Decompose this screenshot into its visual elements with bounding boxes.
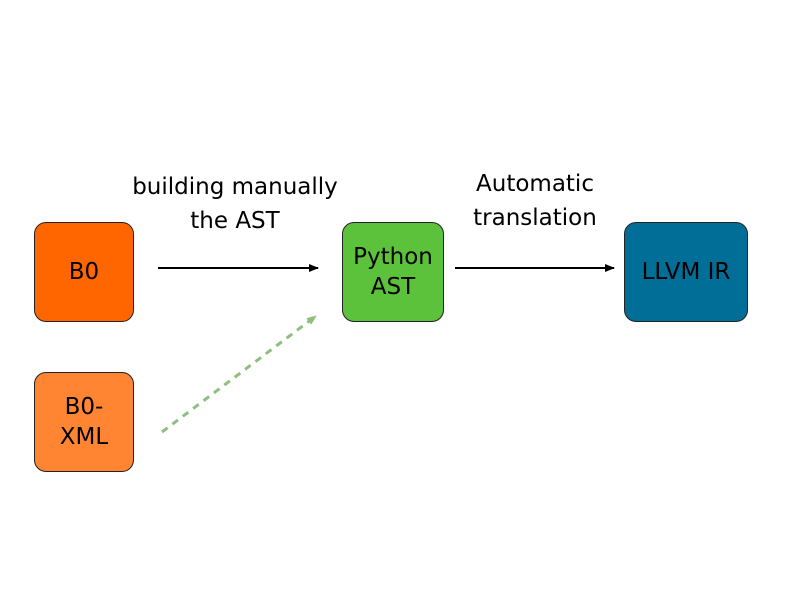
node-llvm-ir: LLVM IR xyxy=(624,222,748,322)
node-python-ast: Python AST xyxy=(342,222,444,322)
node-llvm-ir-label: LLVM IR xyxy=(641,259,731,285)
node-python-ast-label: Python AST xyxy=(353,244,433,300)
edge-label-building-manually: building manually the AST xyxy=(132,174,338,234)
node-b0-xml: B0- XML xyxy=(34,372,134,472)
node-b0-xml-label: B0- XML xyxy=(59,394,109,450)
node-b0-label: B0 xyxy=(68,259,100,285)
node-b0: B0 xyxy=(34,222,134,322)
edge-label-automatic-translation: Automatic translation xyxy=(473,171,597,231)
arrow-b0-xml-to-python-ast xyxy=(161,314,317,434)
